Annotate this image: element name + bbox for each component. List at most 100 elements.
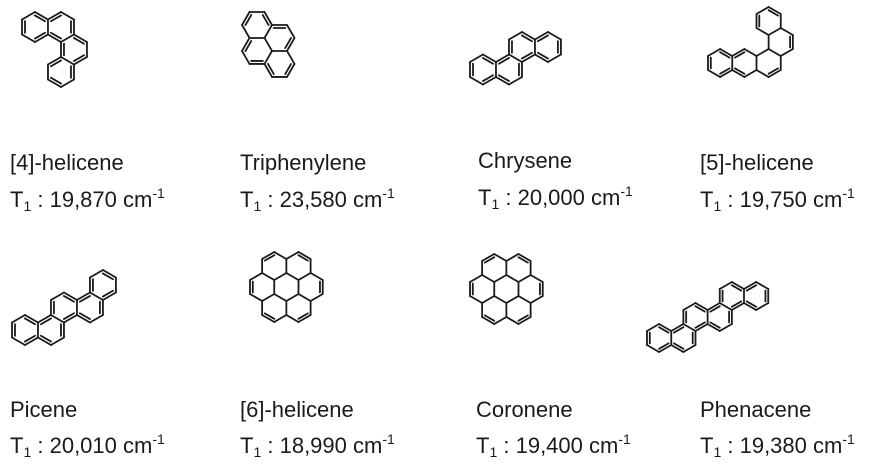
double-bond [673,342,685,350]
single-bond [493,316,508,325]
single-bond [481,295,496,304]
single-bond [517,274,532,283]
single-bond [731,69,746,78]
single-bond [60,56,75,66]
single-bond [534,53,549,63]
single-bond [60,78,75,88]
double-bond [24,334,36,343]
double-bond [267,62,275,75]
double-bond [62,312,75,320]
single-bond [694,323,709,332]
single-bond [261,251,276,260]
single-bond [508,53,523,63]
double-bond [730,300,743,308]
double-bond [517,256,529,264]
single-bond [743,302,758,311]
single-bond [493,274,508,283]
single-bond [24,314,39,324]
double-bond [767,9,779,17]
single-bond [297,251,312,260]
single-bond [21,33,36,43]
single-bond [493,295,508,304]
single-bond [286,50,296,65]
double-bond [50,14,62,23]
single-bond [63,291,78,301]
double-bond [520,34,533,43]
single-bond [73,33,88,43]
double-bond [50,76,62,85]
single-bond [719,69,734,78]
single-bond [89,269,104,279]
single-bond [529,295,544,304]
double-bond [40,334,52,343]
single-bond [743,281,758,290]
single-bond [529,274,544,283]
single-bond [481,274,496,283]
single-bond [309,293,324,302]
double-bond [694,305,706,313]
double-bond [284,62,292,75]
single-bond [658,344,673,353]
molecule-bonds [469,253,544,325]
single-bond [297,272,312,281]
triplet-energy: T1 : 19,870 cm-1 [10,185,165,214]
single-bond [249,293,264,302]
single-bond [50,291,65,301]
molecule-bonds [707,6,794,78]
double-bond [34,14,46,23]
coronene-structure-icon [468,252,545,326]
single-bond [779,48,794,57]
single-bond [505,253,520,262]
double-bond [709,321,721,329]
single-bond [482,53,497,63]
single-bond [505,316,520,325]
double-bond [745,284,758,292]
molecule-bonds [11,269,117,346]
single-bond [263,24,273,39]
single-bond [273,293,288,302]
single-bond [309,272,324,281]
double-bond [72,54,85,62]
double-bond [62,295,75,303]
single-bond [682,302,697,311]
double-bond [263,312,276,320]
triplet-energy: T1 : 23,580 cm-1 [240,185,395,214]
single-bond [285,314,300,323]
molecule-name: Phenacene [700,397,812,422]
single-bond [285,272,300,281]
single-bond [60,33,75,43]
single-bond [505,295,520,304]
single-bond [767,69,782,78]
single-bond [517,316,532,325]
molecule-bonds [241,11,296,78]
double-bond [734,67,746,75]
single-bond [719,48,734,57]
double-bond [24,317,36,326]
double-bond [101,272,114,281]
single-bond [517,253,532,262]
double-bond [34,31,46,40]
double-bond [498,57,510,65]
single-bond [521,31,536,41]
single-bond [505,274,520,283]
single-bond [706,323,721,332]
double-bond [40,317,52,326]
double-bond [50,31,62,40]
molecule-name: Coronene [476,397,573,422]
single-bond [469,295,484,304]
double-bond [483,256,496,264]
single-bond [743,48,758,57]
double-bond [101,289,114,298]
phenacene-structure-icon [645,280,770,354]
double-bond [520,51,533,60]
molecule-bonds [646,281,770,353]
single-bond [102,291,117,301]
double-bond [745,300,758,308]
single-bond [273,314,288,323]
single-bond [646,344,661,353]
single-bond [37,314,52,324]
triplet-energy: T1 : 19,380 cm-1 [700,431,855,460]
single-bond [731,48,746,57]
triplet-energy: T1 : 19,750 cm-1 [700,185,855,214]
molecule-name: [4]-helicene [10,150,124,175]
